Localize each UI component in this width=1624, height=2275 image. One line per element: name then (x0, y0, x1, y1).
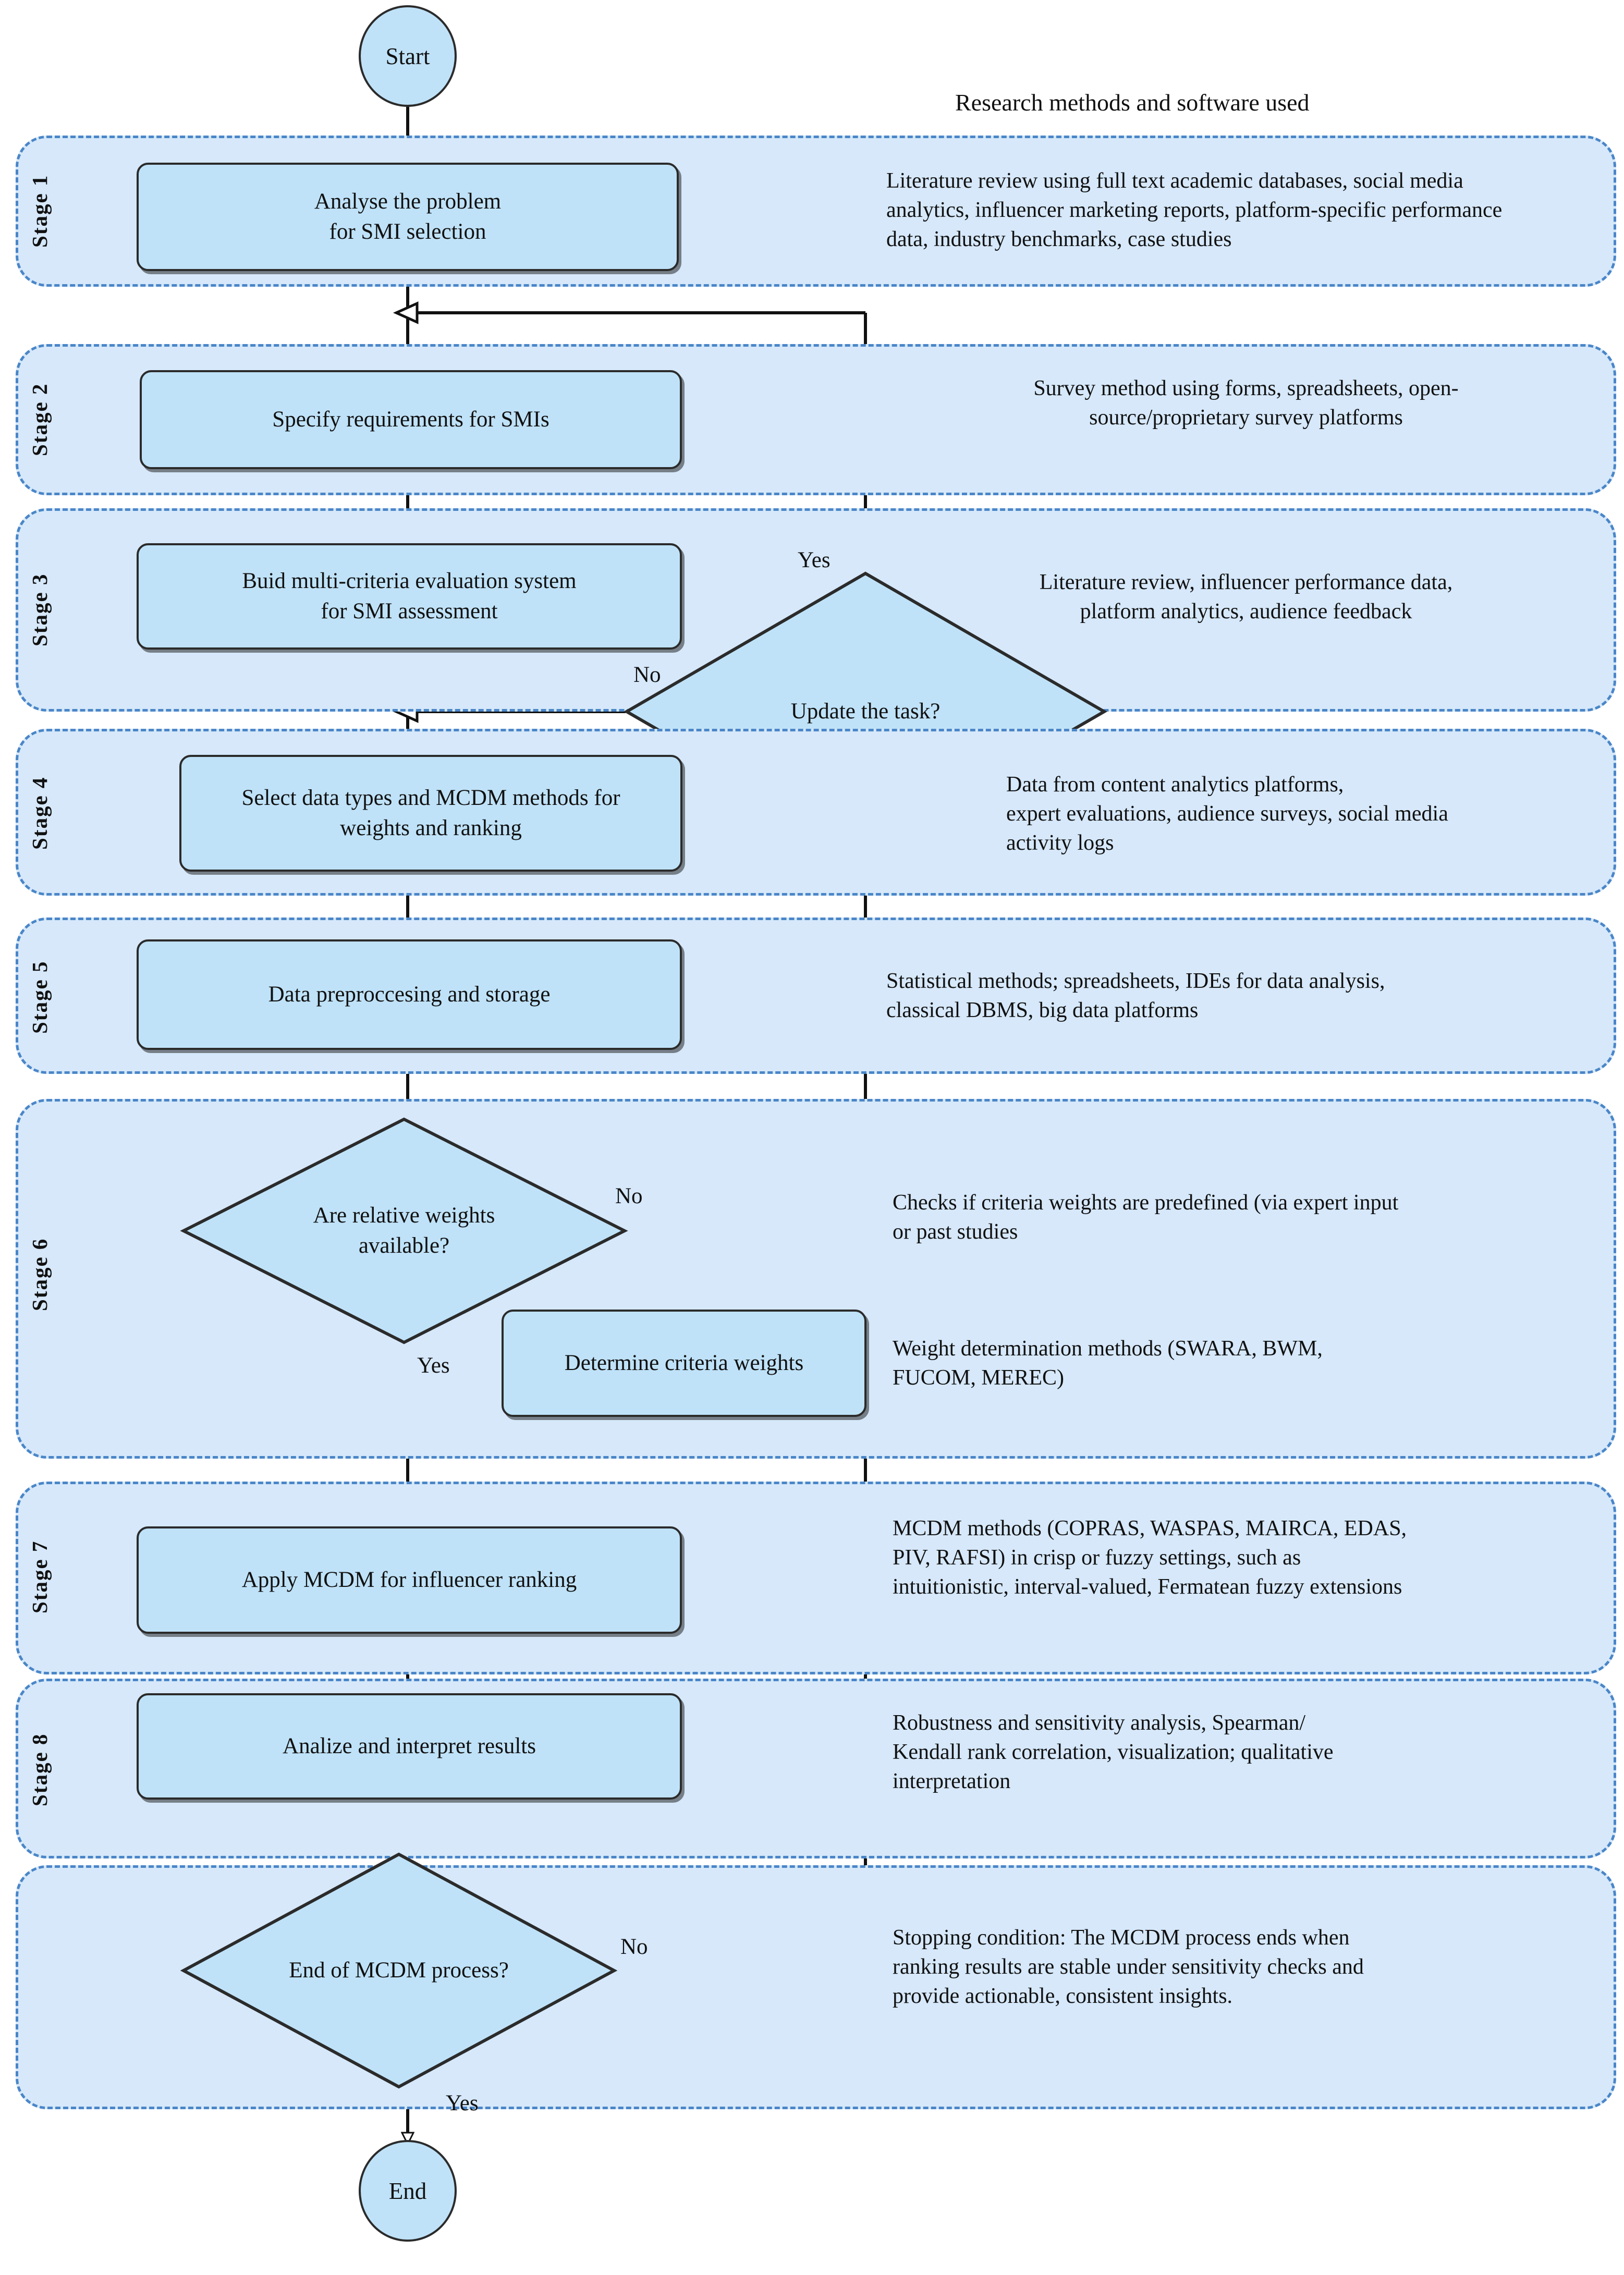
process-box-determine-weights[interactable]: Determine criteria weights (502, 1310, 866, 1417)
edge-label-update-no: No (633, 663, 661, 687)
edge-label-end-yes: Yes (446, 2091, 479, 2115)
process-box-build-evaluation-system[interactable]: Buid multi-criteria evaluation system fo… (137, 543, 682, 650)
edge-label-weights-no: No (615, 1184, 643, 1208)
stage-label-4: Stage 4 (28, 776, 52, 850)
stage-note-5: Statistical methods; spreadsheets, IDEs … (886, 969, 1385, 1022)
stage-label-2: Stage 2 (28, 383, 52, 457)
decision-end-process[interactable]: End of MCDM process? (180, 1852, 618, 2089)
process-box-specify-requirements[interactable]: Specify requirements for SMIs (140, 370, 682, 469)
stage-note-6b: Weight determination methods (SWARA, BWM… (893, 1337, 1323, 1390)
stage-note-4: Data from content analytics platforms, e… (1006, 773, 1448, 855)
edge-label-end-no: No (620, 1935, 648, 1959)
page-title: Research methods and software used (955, 89, 1310, 116)
stage-label-8: Stage 8 (28, 1733, 52, 1807)
terminator-end[interactable]: End (359, 2140, 457, 2242)
stage-note-6a: Checks if criteria weights are predefine… (893, 1191, 1399, 1244)
process-box-select-data-types[interactable]: Select data types and MCDM methods for w… (179, 755, 682, 872)
stage-note-8: Robustness and sensitivity analysis, Spe… (893, 1711, 1334, 1793)
stage-note-3: Literature review, influencer performanc… (1039, 570, 1453, 623)
stage-note-2: Survey method using forms, spreadsheets,… (1033, 376, 1459, 430)
process-box-analyze-results[interactable]: Analize and interpret results (137, 1693, 682, 1800)
stage-note-7: MCDM methods (COPRAS, WASPAS, MAIRCA, ED… (893, 1516, 1407, 1599)
stage-label-3: Stage 3 (28, 573, 52, 647)
stage-label-7: Stage 7 (28, 1540, 52, 1614)
process-box-apply-mcdm[interactable]: Apply MCDM for influencer ranking (137, 1526, 682, 1634)
stage-label-6: Stage 6 (28, 1238, 52, 1312)
stage-note-final: Stopping condition: The MCDM process end… (893, 1926, 1364, 2008)
edge-label-update-yes: Yes (798, 548, 831, 572)
stage-label-1: Stage 1 (28, 174, 52, 248)
edge-label-weights-yes: Yes (417, 1353, 450, 1378)
process-box-analyse-problem[interactable]: Analyse the problem for SMI selection (137, 163, 679, 271)
stage-label-5: Stage 5 (28, 960, 52, 1034)
process-box-data-preprocessing[interactable]: Data preproccesing and storage (137, 939, 682, 1050)
terminator-start[interactable]: Start (359, 5, 457, 107)
stage-note-1: Literature review using full text academ… (886, 169, 1503, 251)
